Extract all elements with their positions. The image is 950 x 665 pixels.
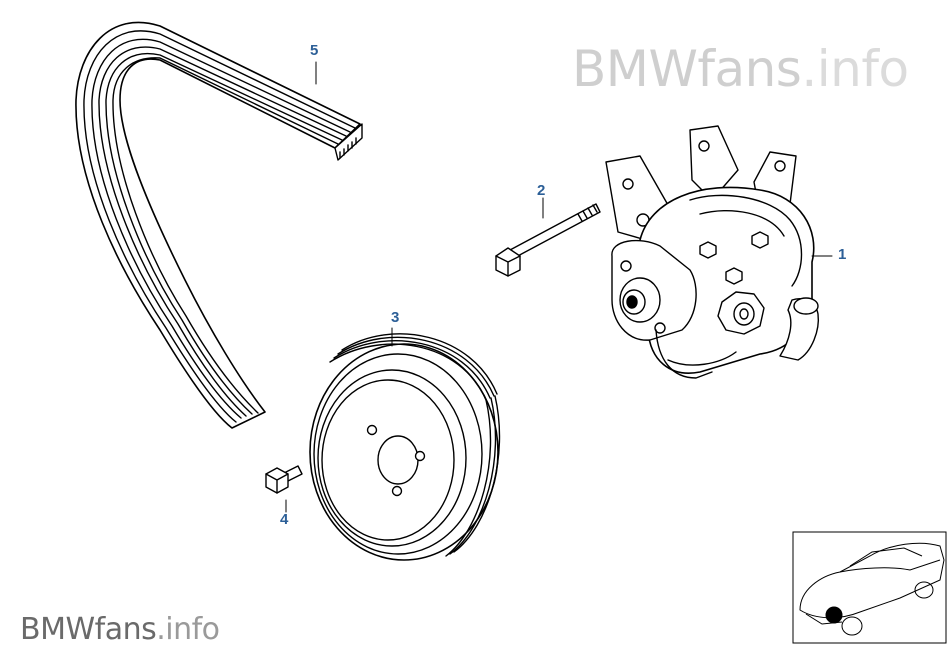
callout-part-5[interactable]: 5 (310, 42, 319, 59)
callout-part-3[interactable]: 3 (391, 309, 400, 326)
car-location-thumbnail (792, 531, 947, 644)
callout-part-4[interactable]: 4 (280, 511, 289, 528)
watermark-top: BMWfans.info (572, 40, 909, 98)
watermark-bottom-brand: BMWfans (20, 612, 157, 647)
callout-part-1[interactable]: 1 (838, 246, 847, 263)
callout-part-2[interactable]: 2 (537, 182, 546, 199)
power-steering-pump-part-1[interactable] (605, 125, 833, 379)
watermark-top-brand: BMWfans (572, 40, 802, 98)
bolt-part-2[interactable] (495, 203, 601, 277)
front-engine-marker-icon (825, 606, 843, 624)
hex-bolt-part-4[interactable] (265, 465, 303, 513)
watermark-bottom: BMWfans.info (20, 612, 220, 647)
ribbed-belt-part-5[interactable] (75, 21, 363, 429)
belt-pulley-part-3[interactable] (309, 327, 501, 561)
watermark-bottom-suffix: .info (156, 612, 220, 647)
watermark-top-suffix: .info (801, 40, 909, 98)
